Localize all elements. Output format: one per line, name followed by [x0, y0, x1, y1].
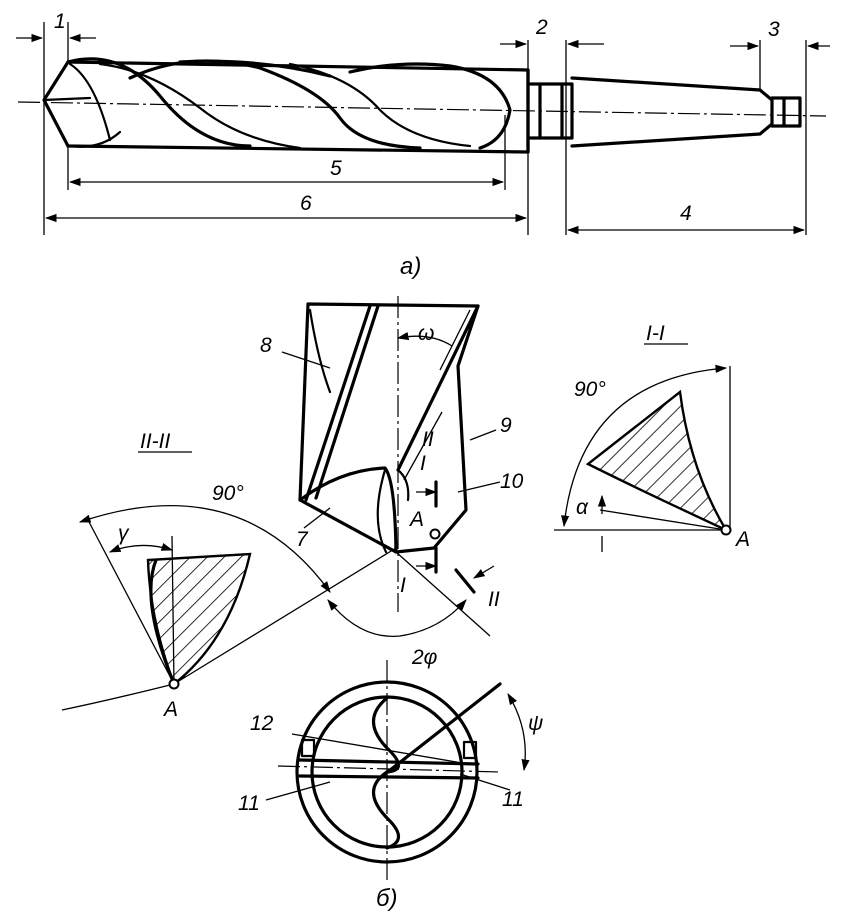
section-II-gamma-label: γ [118, 522, 130, 545]
section-II-mark [454, 568, 476, 594]
label-6: 6 [300, 192, 312, 215]
section-II-gamma-arc [108, 542, 174, 553]
label-5: 5 [330, 157, 342, 180]
label-point-a: A [408, 508, 424, 531]
flute-back-8 [308, 308, 332, 394]
section-I-90-label: 90° [574, 378, 606, 401]
flute-1 [66, 57, 252, 148]
point-lip [42, 62, 112, 142]
label-8: 8 [260, 334, 272, 357]
psi-arc [507, 693, 530, 772]
drill-axis [17, 101, 827, 117]
label-7: 7 [296, 528, 309, 551]
section-II-trace [403, 411, 443, 481]
label-psi: ψ [528, 712, 543, 735]
label-2: 2 [535, 16, 548, 39]
extension-lines [43, 22, 807, 235]
label-omega: ω [418, 322, 434, 345]
drill-point [42, 60, 70, 148]
section-II-II: II-II 90° γ A [61, 430, 397, 721]
leader-lines [281, 351, 501, 529]
margin-right [462, 740, 478, 760]
flute-edge-8 [304, 304, 380, 502]
omega-arc [396, 332, 453, 347]
chisel-edge-end [378, 682, 502, 780]
label-section-II-top: II [422, 428, 434, 451]
section-I-point-a: A [734, 528, 750, 551]
end-view: ψ 12 11 11 [238, 660, 543, 880]
section-I-I: I-I 90° α A [554, 322, 750, 552]
margin-left [300, 738, 316, 758]
label-2phi: 2φ [411, 646, 438, 669]
flute-2 [128, 59, 422, 150]
point-outline [298, 302, 480, 554]
main-cutting-edge-7 [298, 466, 398, 554]
label-9: 9 [500, 414, 512, 437]
caption-a: а) [400, 253, 421, 280]
label-10: 10 [500, 470, 524, 493]
label-section-I-bottom: I [400, 574, 406, 597]
label-3: 3 [768, 18, 780, 41]
caption-b: б) [376, 885, 398, 912]
view-a-side-view: 1 2 3 5 6 4 а) [16, 10, 830, 280]
view-b-point-view: ω 8 9 10 7 A I I II II 2φ [238, 296, 543, 912]
dimension-lines [16, 33, 830, 235]
taper-shank [570, 76, 774, 148]
section-I-hatched-profile [585, 389, 730, 533]
flute-heel [68, 130, 122, 148]
label-1: 1 [54, 10, 66, 33]
label-11-left: 11 [238, 792, 260, 815]
drill-tang [770, 96, 802, 128]
land-1 [98, 62, 302, 150]
land-2 [288, 62, 472, 148]
two-phi-arc [327, 599, 467, 638]
section-I-title: I-I [646, 322, 665, 345]
helix-edge-9 [396, 304, 480, 472]
label-section-II-bottom: II [488, 588, 500, 611]
label-11-right: 11 [502, 788, 524, 811]
label-section-I-top: I [420, 452, 426, 475]
label-4: 4 [680, 202, 692, 225]
point-a-marker [429, 528, 441, 540]
section-I-alpha-label: α [576, 496, 589, 519]
section-I-90-arc [561, 364, 728, 528]
chisel-edge [376, 468, 410, 554]
flute-3 [178, 59, 512, 150]
section-II-title: II-II [140, 430, 170, 453]
flute-lower [371, 770, 401, 850]
flute-upper [372, 696, 401, 774]
label-12: 12 [250, 712, 274, 735]
section-II-point-a: A [162, 698, 178, 721]
web-line [298, 758, 480, 780]
section-II-90-label: 90° [212, 482, 244, 505]
section-II-90-arc [78, 505, 331, 593]
